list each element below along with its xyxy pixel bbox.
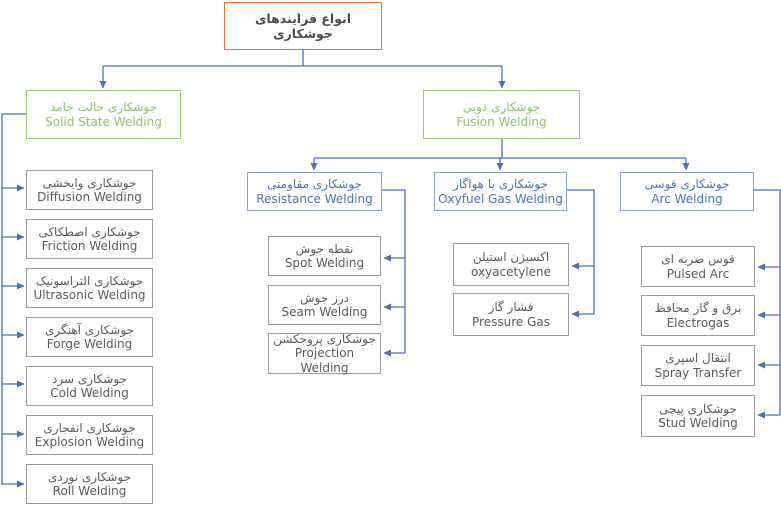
item-fa: درز جوش — [299, 290, 349, 305]
resistance-label-fa: جوشکاری مقاومتی — [267, 177, 362, 192]
solid-item-diffusion: جوشکاری وایخشی Diffusion Welding — [26, 170, 153, 210]
item-fa: جوشکاری آهنگری — [45, 322, 134, 337]
fusion-label-fa: جوشکاری ذوبی — [462, 100, 541, 115]
root-label: انواع فرایندهای جوشکاری — [254, 11, 352, 41]
arc-node: جوشکاری قوسی Arc Welding — [620, 172, 754, 211]
item-en: Ultrasonic Welding — [33, 288, 146, 302]
item-fa: جوشکاری اصطکاکی — [38, 224, 141, 239]
solid-item-explosion: جوشکاری انفجاری Explosion Welding — [26, 415, 153, 455]
item-en: Diffusion Welding — [37, 190, 142, 204]
item-en: Spray Transfer — [654, 365, 742, 380]
item-en: Stud Welding — [658, 416, 738, 430]
solid-state-label-fa: جوشکاری حالت جامد — [49, 100, 158, 115]
solid-state-label-en: Solid State Welding — [45, 114, 162, 129]
item-en: Pressure Gas — [472, 314, 550, 329]
item-en: Roll Welding — [52, 484, 127, 498]
arc-label-en: Arc Welding — [651, 191, 723, 206]
arc-item-stud: جوشکاری پیچی Stud Welding — [641, 395, 755, 437]
item-en: Pulsed Arc — [666, 266, 730, 281]
oxyfuel-label-en: Oxyfuel Gas Welding — [438, 191, 563, 206]
item-en: oxyacetylene — [470, 264, 552, 279]
item-en: Cold Welding — [50, 386, 129, 400]
item-fa: جوشکاری پروجکشن — [273, 331, 376, 346]
item-fa: قوس ضربه ای — [661, 252, 735, 267]
root-node: انواع فرایندهای جوشکاری — [224, 2, 382, 50]
item-fa: اکسیژن استیلن — [472, 250, 550, 265]
item-en: Seam Welding — [281, 305, 368, 319]
arc-item-spray: انتقال اسپری Spray Transfer — [641, 345, 755, 386]
item-fa: فشار گاز — [488, 300, 534, 315]
arc-item-electrogas: برق و گاز محافظ Electrogas — [641, 295, 755, 336]
item-en: Explosion Welding — [34, 435, 145, 449]
oxyfuel-item-pressure-gas: فشار گاز Pressure Gas — [453, 293, 569, 336]
item-fa: جوشکاری نوردی — [47, 469, 132, 484]
oxyfuel-node: جوشکاری با هواگاز Oxyfuel Gas Welding — [434, 172, 567, 211]
item-fa: برق و گاز محافظ — [654, 301, 742, 316]
resistance-item-seam: درز جوش Seam Welding — [268, 285, 381, 325]
resistance-item-projection: جوشکاری پروجکشن Projection Welding — [268, 331, 381, 375]
solid-item-forge: جوشکاری آهنگری Forge Welding — [26, 317, 153, 357]
item-fa: انتقال اسپری — [665, 351, 731, 366]
arc-item-pulsed: قوس ضربه ای Pulsed Arc — [641, 246, 755, 287]
solid-state-node: جوشکاری حالت جامد Solid State Welding — [26, 90, 181, 139]
oxyfuel-label-fa: جوشکاری با هواگاز — [453, 177, 548, 192]
item-fa: جوشکاری التراسونیک — [35, 273, 144, 288]
solid-item-roll: جوشکاری نوردی Roll Welding — [26, 464, 153, 504]
item-en: Forge Welding — [46, 337, 133, 351]
fusion-label-en: Fusion Welding — [456, 114, 547, 129]
item-fa: جوشکاری پیچی — [659, 401, 737, 416]
item-fa: جوشکاری سرد — [52, 371, 127, 386]
arc-label-fa: جوشکاری قوسی — [644, 177, 730, 192]
item-en: Electrogas — [666, 315, 730, 330]
solid-item-friction: جوشکاری اصطکاکی Friction Welding — [26, 219, 153, 259]
item-fa: جوشکاری انفجاری — [43, 420, 136, 435]
oxyfuel-item-oxyacetylene: اکسیژن استیلن oxyacetylene — [453, 243, 569, 286]
fusion-node: جوشکاری ذوبی Fusion Welding — [423, 90, 580, 139]
solid-item-ultrasonic: جوشکاری التراسونیک Ultrasonic Welding — [26, 268, 153, 308]
item-en: Friction Welding — [41, 239, 138, 253]
item-en: Projection Welding — [294, 346, 355, 375]
resistance-label-en: Resistance Welding — [256, 191, 373, 206]
resistance-item-spot: نقطه جوش Spot Welding — [268, 236, 381, 276]
resistance-node: جوشکاری مقاومتی Resistance Welding — [247, 172, 382, 211]
solid-item-cold: جوشکاری سرد Cold Welding — [26, 366, 153, 406]
item-en: Spot Welding — [284, 256, 365, 270]
item-fa: نقطه جوش — [295, 241, 354, 256]
item-fa: جوشکاری وایخشی — [42, 175, 137, 190]
